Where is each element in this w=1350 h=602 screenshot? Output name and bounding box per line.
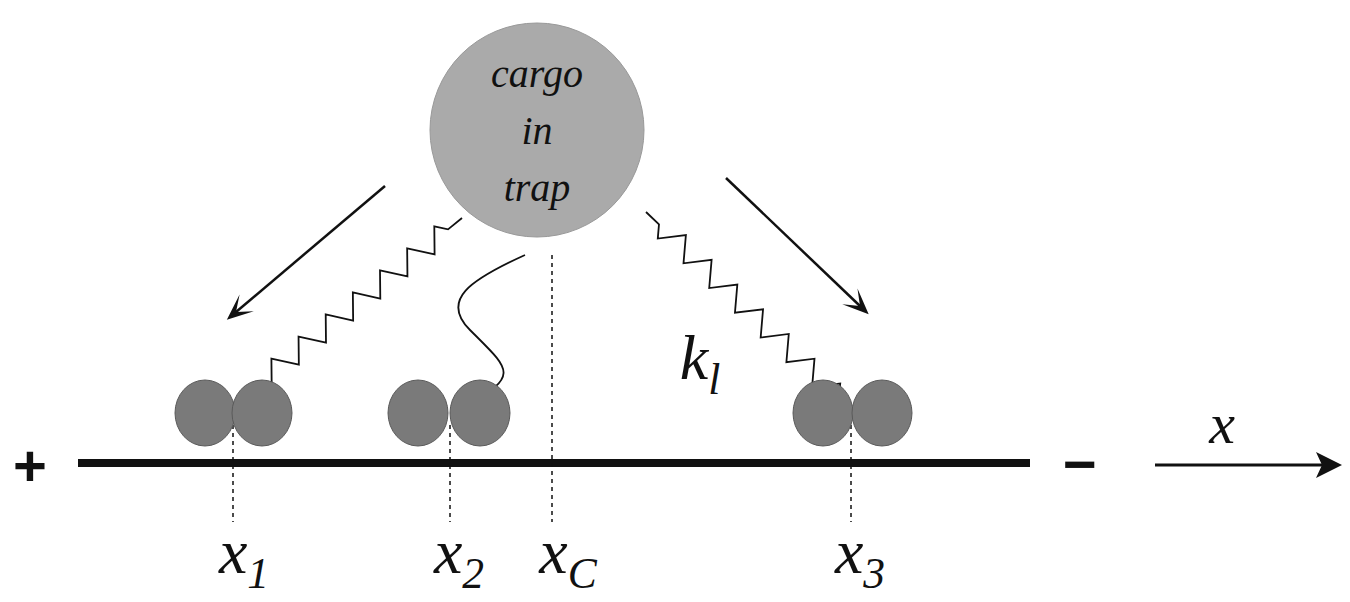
microtubule bbox=[78, 459, 1030, 467]
position-line bbox=[551, 255, 553, 522]
force-arrow bbox=[726, 178, 860, 306]
position-label: x2 bbox=[434, 520, 484, 584]
axis-arrowhead bbox=[1316, 452, 1342, 478]
motor-head bbox=[793, 380, 853, 446]
position-label: xC bbox=[539, 520, 596, 584]
force-arrowhead bbox=[842, 288, 868, 314]
spring-constant: kl bbox=[680, 326, 721, 390]
position-line bbox=[850, 425, 852, 522]
plus-end: + bbox=[13, 437, 47, 495]
force-arrow bbox=[236, 186, 385, 312]
cargo-label: cargo in trap bbox=[491, 45, 583, 216]
axis-arrow bbox=[1155, 464, 1330, 467]
position-label: x1 bbox=[219, 520, 269, 584]
force-arrowhead bbox=[227, 295, 254, 320]
cargo-circle bbox=[430, 23, 644, 237]
motor-head bbox=[852, 380, 912, 446]
motor-head bbox=[450, 380, 510, 446]
position-line bbox=[449, 425, 451, 522]
motor-head bbox=[388, 380, 448, 446]
axis-label: x bbox=[1209, 395, 1235, 453]
motor-head bbox=[175, 380, 235, 446]
motor-head bbox=[232, 380, 292, 446]
minus-end: − bbox=[1063, 435, 1097, 493]
cargo-bead: cargo in trap bbox=[429, 22, 645, 238]
position-line bbox=[232, 425, 234, 522]
spring-linker bbox=[244, 218, 462, 395]
position-label: x3 bbox=[835, 520, 885, 584]
